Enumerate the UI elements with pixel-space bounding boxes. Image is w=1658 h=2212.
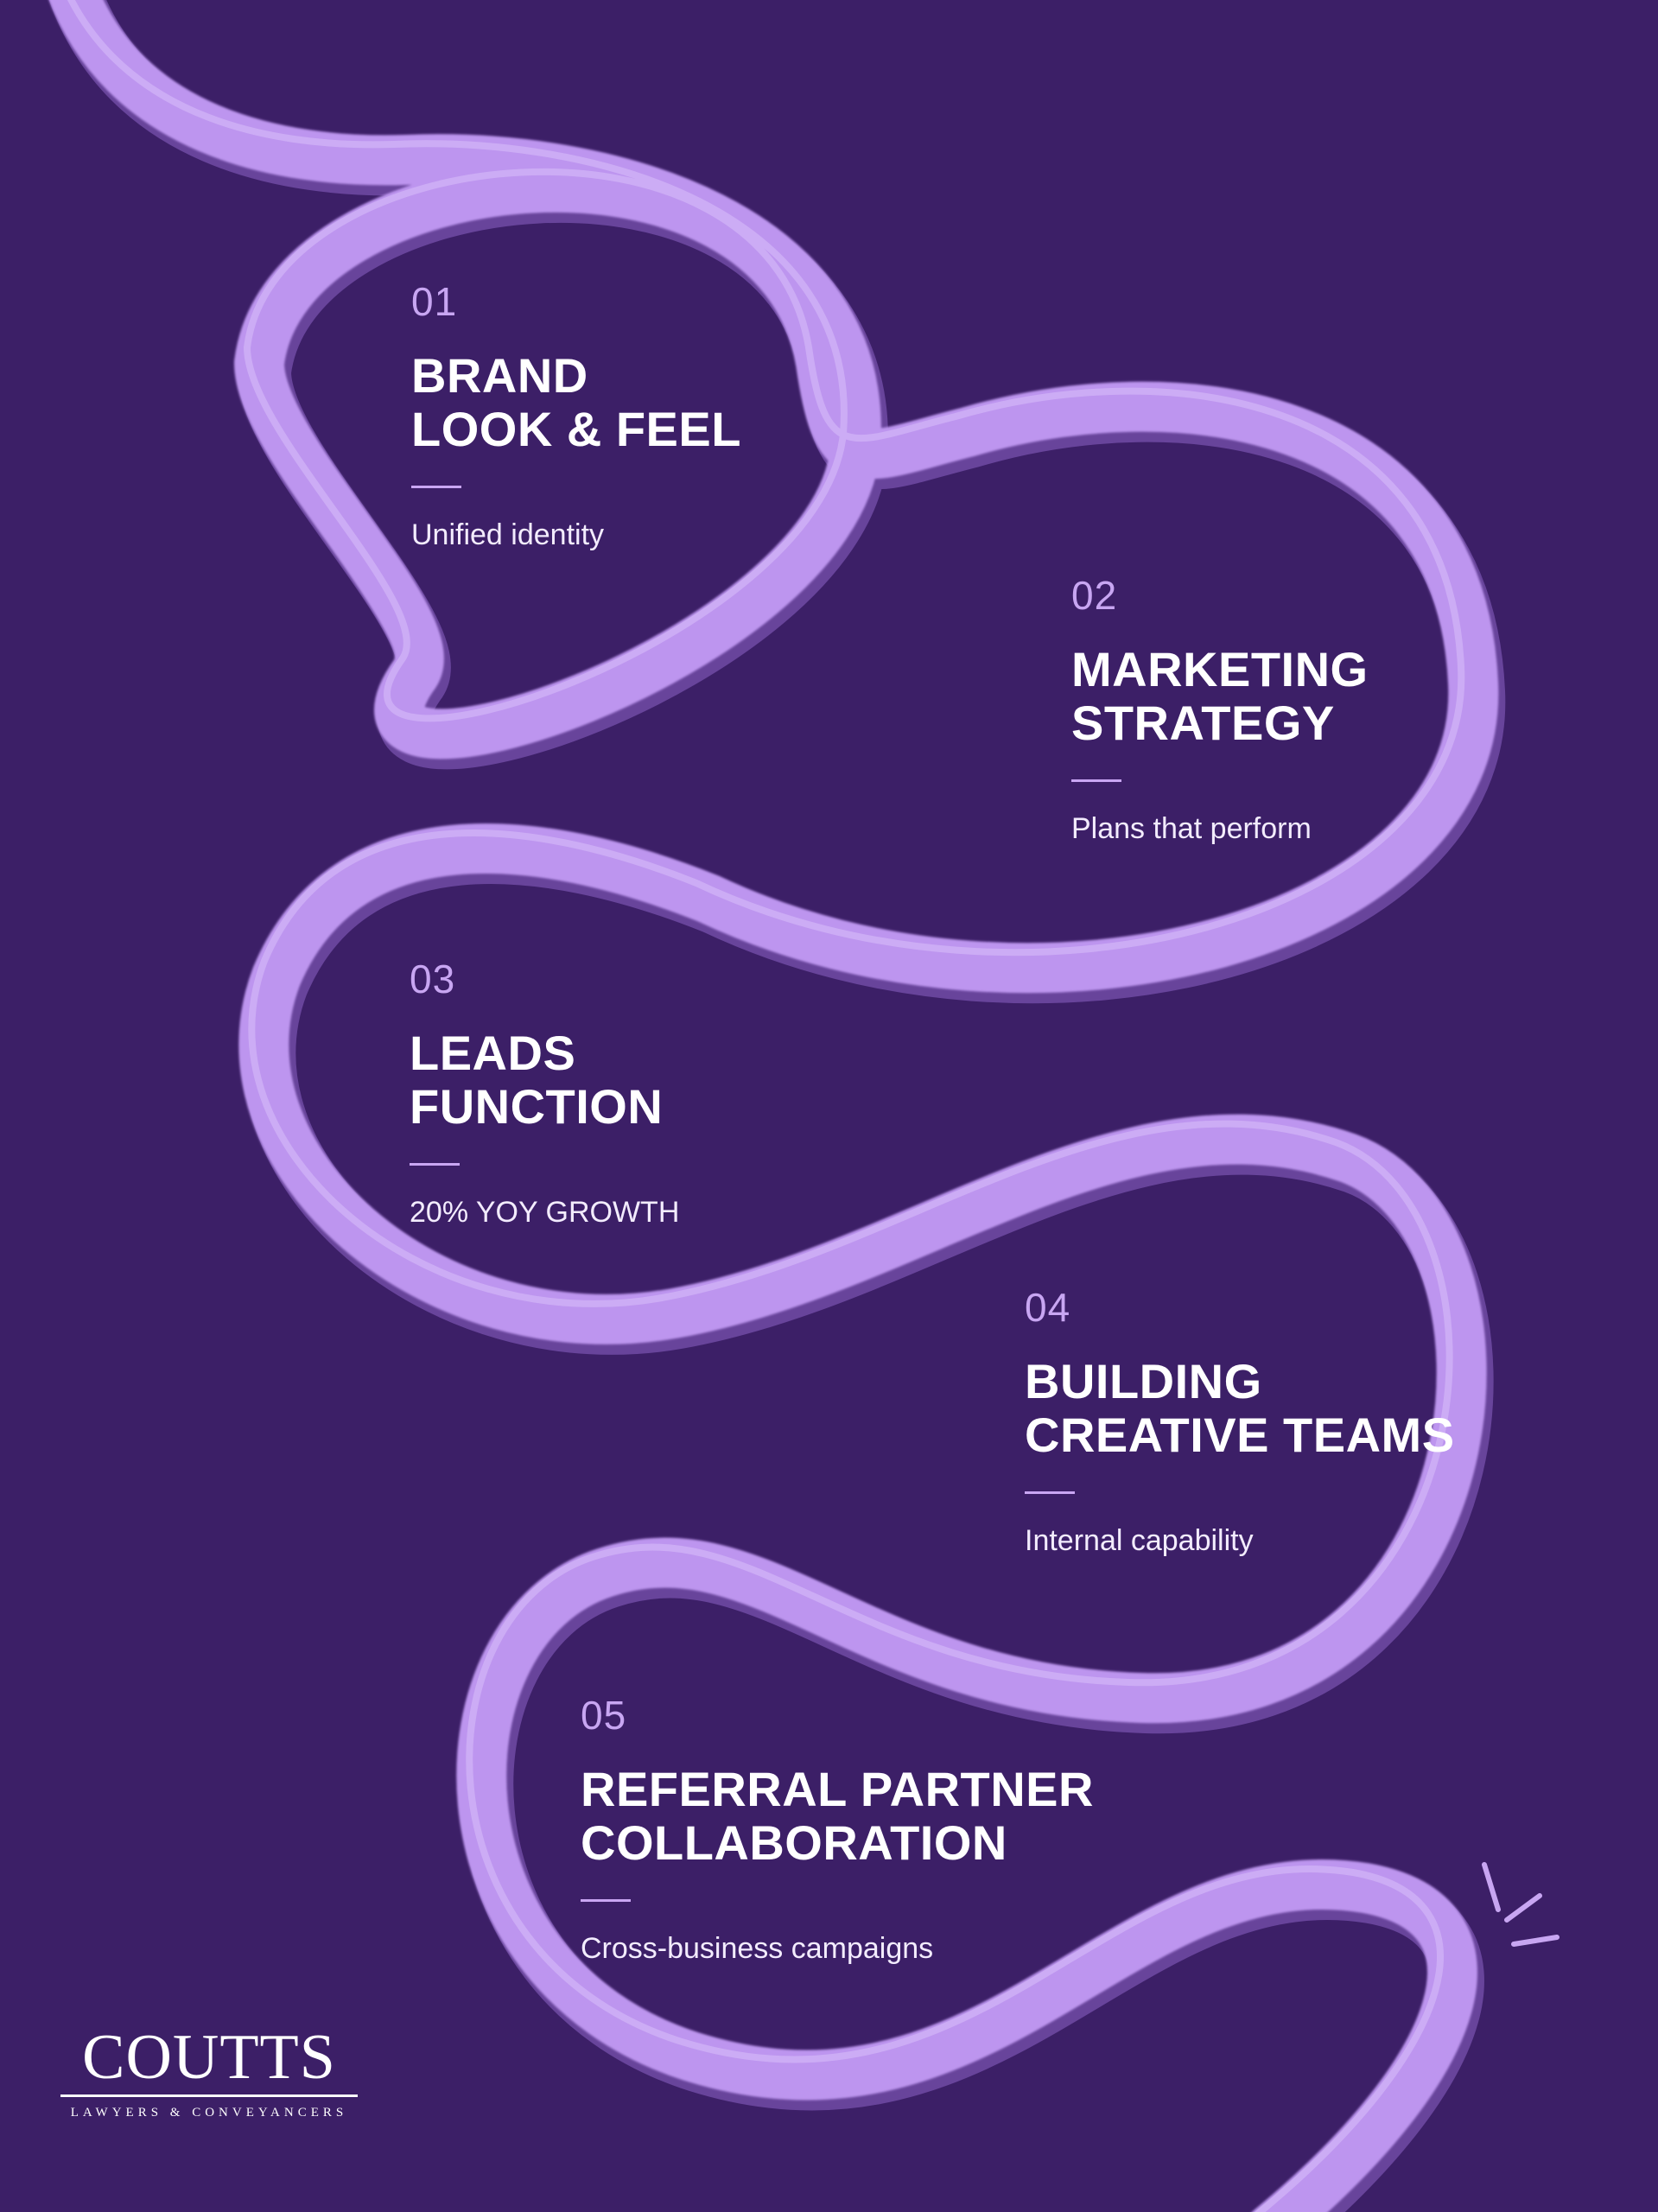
step-title-line2: LOOK & FEEL xyxy=(411,402,741,456)
brand-name: COUTTS xyxy=(82,2022,336,2093)
step-subtitle: Unified identity xyxy=(411,518,605,551)
step-number: 05 xyxy=(581,1693,627,1738)
step-number: 03 xyxy=(410,957,456,1001)
step-number: 02 xyxy=(1071,573,1118,618)
step-number: 04 xyxy=(1025,1285,1071,1330)
step-title: MARKETING STRATEGY xyxy=(1071,643,1369,750)
step-02: 02 MARKETING STRATEGY Plans that perform xyxy=(1071,575,1369,846)
step-title: LEADS FUNCTION xyxy=(410,1027,679,1134)
step-divider xyxy=(1025,1491,1075,1494)
brand-tagline: LAWYERS & CONVEYANCERS xyxy=(70,2106,348,2120)
sparkle-line-1 xyxy=(1482,1862,1501,1912)
step-divider xyxy=(410,1163,460,1166)
step-01: 01 BRAND LOOK & FEEL Unified identity xyxy=(411,282,741,552)
step-subtitle: Plans that perform xyxy=(1071,812,1312,845)
step-title-line1: REFERRAL PARTNER xyxy=(581,1762,1094,1816)
step-title-line1: LEADS xyxy=(410,1026,576,1080)
step-title-line2: FUNCTION xyxy=(410,1079,664,1134)
step-04: 04 BUILDING CREATIVE TEAMS Internal capa… xyxy=(1025,1287,1455,1558)
step-divider xyxy=(581,1899,631,1902)
sparkle-line-2 xyxy=(1504,1893,1542,1923)
step-title: REFERRAL PARTNER COLLABORATION xyxy=(581,1763,1094,1870)
step-number: 01 xyxy=(411,279,458,324)
step-divider xyxy=(1071,779,1121,782)
sparkle-lines-icon xyxy=(1482,1862,1560,1947)
step-title-line2: CREATIVE TEAMS xyxy=(1025,1408,1455,1462)
ribbon-band xyxy=(48,0,1499,2212)
step-title: BUILDING CREATIVE TEAMS xyxy=(1025,1355,1455,1462)
step-title-line1: MARKETING xyxy=(1071,642,1369,696)
step-title-line1: BUILDING xyxy=(1025,1354,1262,1408)
ribbon-highlight xyxy=(67,0,1465,2212)
step-title: BRAND LOOK & FEEL xyxy=(411,349,741,456)
step-subtitle: 20% YOY GROWTH xyxy=(410,1196,680,1229)
brand-rule xyxy=(60,2094,358,2097)
sparkle-line-3 xyxy=(1511,1935,1560,1947)
step-subtitle: Internal capability xyxy=(1025,1524,1254,1557)
step-title-line1: BRAND xyxy=(411,348,588,403)
step-title-line2: COLLABORATION xyxy=(581,1815,1007,1870)
step-05: 05 REFERRAL PARTNER COLLABORATION Cross-… xyxy=(581,1695,1094,1966)
step-title-line2: STRATEGY xyxy=(1071,696,1335,750)
step-03: 03 LEADS FUNCTION 20% YOY GROWTH xyxy=(410,959,679,1230)
brand-logo: COUTTS LAWYERS & CONVEYANCERS xyxy=(60,2025,358,2120)
step-divider xyxy=(411,486,461,488)
step-subtitle: Cross-business campaigns xyxy=(581,1932,934,1965)
